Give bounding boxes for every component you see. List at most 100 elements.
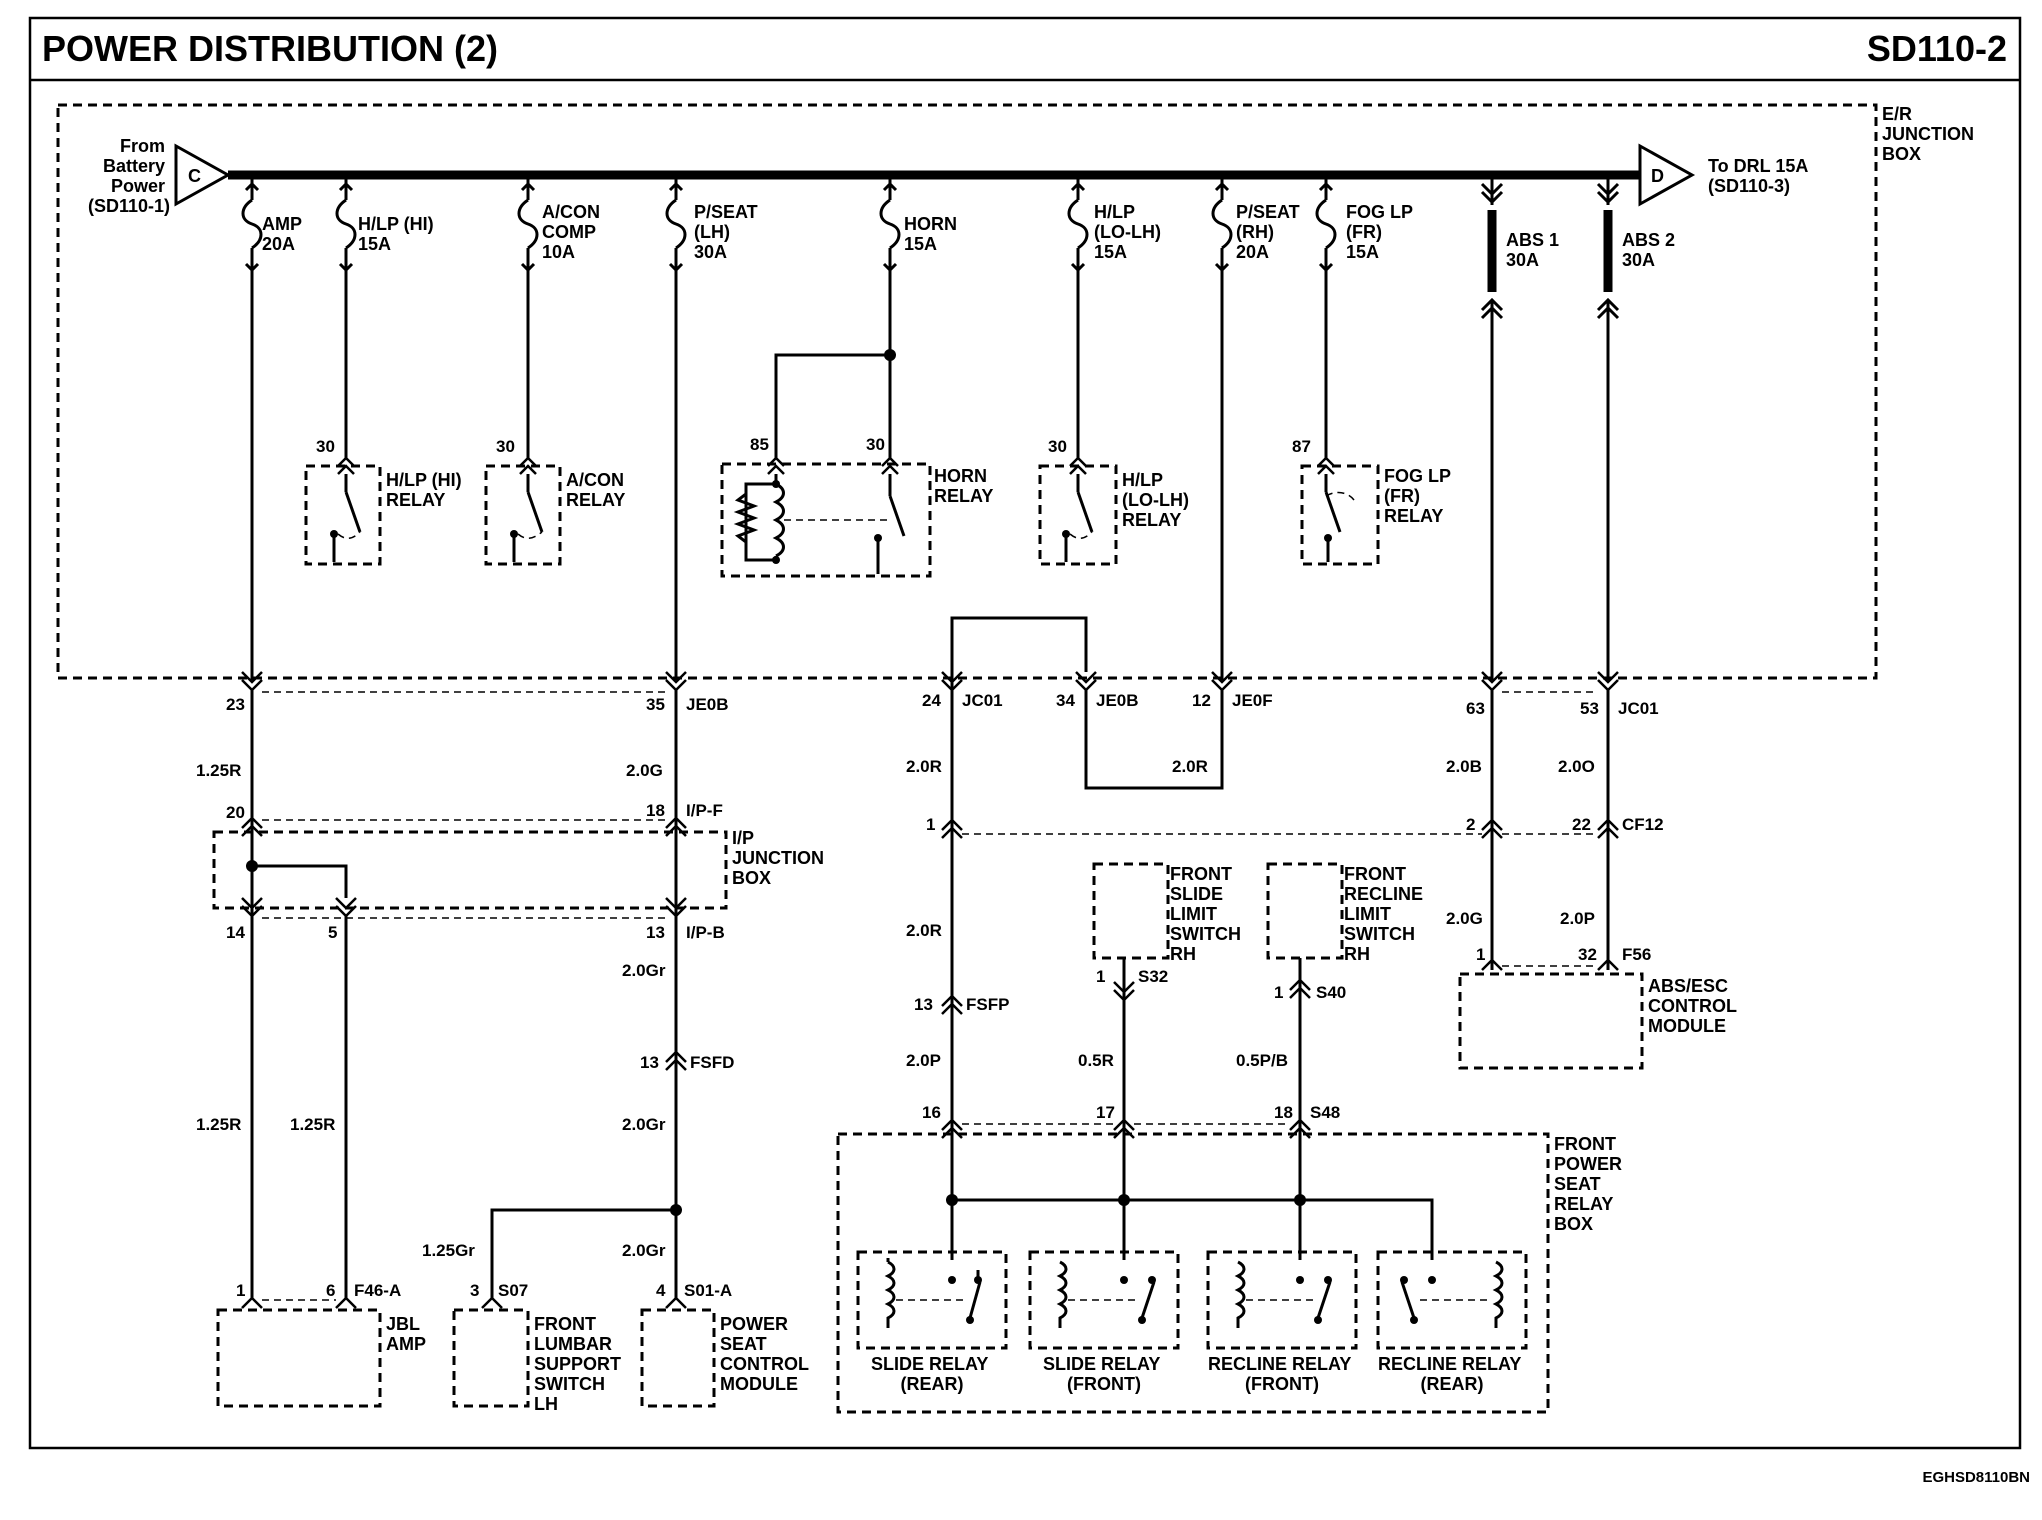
pin-3: 3 xyxy=(470,1281,479,1300)
er-bottom-connectors-icon xyxy=(241,671,1619,693)
seat-relay-bus xyxy=(946,1140,1434,1260)
connector-d-icon xyxy=(1638,143,1696,207)
pin-34: 34 xyxy=(1056,691,1075,710)
pin-1d: 1 xyxy=(1476,945,1485,964)
fog-relay-label: FOG LP (FR) RELAY xyxy=(1384,466,1456,526)
cf12-connectors-icon xyxy=(941,818,1619,839)
er-junction-box-label: E/R JUNCTION BOX xyxy=(1882,104,1979,164)
fuse-abs2-icon xyxy=(1596,175,1620,680)
fuse-abs1-icon xyxy=(1480,175,1504,680)
pin-1a: 1 xyxy=(926,815,935,834)
horn-relay-icon xyxy=(720,349,932,578)
recline-relay-rear-label: RECLINE RELAY (REAR) xyxy=(1378,1354,1526,1394)
fsfd-connector-icon xyxy=(665,1050,687,1071)
hlp-hi-relay-icon xyxy=(304,456,382,566)
connector-c-label: C xyxy=(188,166,201,186)
from-battery-label: From Battery Power (SD110-1) xyxy=(88,136,170,216)
hlp-lo-relay-label: H/LP (LO-LH) RELAY xyxy=(1122,470,1194,530)
wire-2.0gr-b: 2.0Gr xyxy=(622,1115,666,1134)
wire-2.0g: 2.0G xyxy=(626,761,663,780)
front-slide-switch-box xyxy=(1092,862,1170,960)
hlp-hi-relay-pin: 30 xyxy=(316,437,335,456)
power-seat-module-label: POWER SEAT CONTROL MODULE xyxy=(720,1314,814,1394)
connector-c-icon xyxy=(174,143,232,207)
front-recline-switch-label: FRONT RECLINE LIMIT SWITCH RH xyxy=(1344,864,1428,964)
fuse-pseat-rh-icon xyxy=(1211,175,1233,680)
pin-53: 53 xyxy=(1580,699,1599,718)
pin-1c: 1 xyxy=(1274,983,1283,1002)
ip-junction-box-label: I/P JUNCTION BOX xyxy=(732,828,829,888)
pin-32: 32 xyxy=(1578,945,1597,964)
hlp-lo-relay-icon xyxy=(1038,456,1118,566)
front-power-seat-relay-box xyxy=(836,1132,1550,1414)
abs-module-box xyxy=(1458,972,1644,1070)
pin-16: 16 xyxy=(922,1103,941,1122)
conn-fsfd: FSFD xyxy=(690,1053,734,1072)
conn-s07: S07 xyxy=(498,1281,528,1300)
page-title: POWER DISTRIBUTION (2) xyxy=(42,28,498,69)
conn-f56: F56 xyxy=(1622,945,1651,964)
pin-17: 17 xyxy=(1096,1103,1115,1122)
fuse-abs2-label: ABS 2 30A xyxy=(1622,230,1680,270)
wire-2.0o: 2.0O xyxy=(1558,757,1595,776)
wire-0.5pb: 0.5P/B xyxy=(1236,1051,1288,1070)
fuse-abs1-label: ABS 1 30A xyxy=(1506,230,1564,270)
power-seat-module-box xyxy=(640,1308,716,1408)
wire-1.25r-c: 1.25R xyxy=(290,1115,335,1134)
fuse-pseat-lh-icon xyxy=(665,175,687,680)
conn-ipf: I/P-F xyxy=(686,801,723,820)
conn-s01a: S01-A xyxy=(684,1281,732,1300)
fuse-fog-icon xyxy=(1315,175,1337,458)
conn-je0b-1: JE0B xyxy=(686,695,729,714)
abs-connectors-icon xyxy=(1481,958,1619,971)
jumper-loop xyxy=(950,616,1224,790)
slide-relay-front-icon xyxy=(1028,1250,1180,1350)
to-drl-label: To DRL 15A (SD110-3) xyxy=(1708,156,1813,196)
conn-fsfp: FSFP xyxy=(966,995,1009,1014)
conn-f46a: F46-A xyxy=(354,1281,401,1300)
pin-6: 6 xyxy=(326,1281,335,1300)
fuse-hlp-lo-label: H/LP (LO-LH) 15A xyxy=(1094,202,1166,262)
wire-1.25r-b: 1.25R xyxy=(196,1115,241,1134)
footer-code: EGHSD8110BN xyxy=(1922,1469,2030,1486)
bottom-left-connectors-icon xyxy=(241,1296,687,1309)
pin-18b: 18 xyxy=(1274,1103,1293,1122)
horn-relay-pin85: 85 xyxy=(750,435,769,454)
front-lumbar-box xyxy=(452,1308,530,1408)
pin-22: 22 xyxy=(1572,815,1591,834)
wire-2.0p-b: 2.0P xyxy=(906,1051,941,1070)
pin-1e: 1 xyxy=(236,1281,245,1300)
front-power-seat-relay-box-label: FRONT POWER SEAT RELAY BOX xyxy=(1554,1134,1627,1234)
fuse-horn-label: HORN 15A xyxy=(904,214,962,254)
conn-cf12: CF12 xyxy=(1622,815,1664,834)
fuse-pseat-rh-label: P/SEAT (RH) 20A xyxy=(1236,202,1305,262)
pin-24: 24 xyxy=(922,691,941,710)
pin-1b: 1 xyxy=(1096,967,1105,986)
wire-2.0r-c: 2.0R xyxy=(906,921,942,940)
fuse-hlp-hi-label: H/LP (HI) 15A xyxy=(358,214,439,254)
horn-relay-label: HORN RELAY xyxy=(934,466,993,506)
pin-5: 5 xyxy=(328,923,337,942)
front-lumbar-label: FRONT LUMBAR SUPPORT SWITCH LH xyxy=(534,1314,626,1414)
wire-2.0r-a: 2.0R xyxy=(906,757,942,776)
connector-d-label: D xyxy=(1651,166,1664,186)
conn-je0b-2: JE0B xyxy=(1096,691,1139,710)
switch-connectors-icon xyxy=(1113,978,1311,1002)
hlp-hi-relay-label: H/LP (HI) RELAY xyxy=(386,470,467,510)
slide-relay-front-label: SLIDE RELAY (FRONT) xyxy=(1043,1354,1165,1394)
conn-jc01-2: JC01 xyxy=(1618,699,1659,718)
recline-relay-front-icon xyxy=(1206,1250,1358,1350)
recline-relay-front-label: RECLINE RELAY (FRONT) xyxy=(1208,1354,1356,1394)
horn-relay-pin30: 30 xyxy=(866,435,885,454)
wire-1.25r-a: 1.25R xyxy=(196,761,241,780)
wire-2.0b: 2.0B xyxy=(1446,757,1482,776)
conn-jc01-1: JC01 xyxy=(962,691,1003,710)
pin-63: 63 xyxy=(1466,699,1485,718)
slide-relay-rear-icon xyxy=(856,1250,1008,1350)
fuse-acon-icon xyxy=(517,175,539,458)
hlp-lo-relay-pin: 30 xyxy=(1048,437,1067,456)
pin-18: 18 xyxy=(646,801,665,820)
conn-ipb: I/P-B xyxy=(686,923,725,942)
front-slide-switch-label: FRONT SLIDE LIMIT SWITCH RH xyxy=(1170,864,1246,964)
pin-14: 14 xyxy=(226,923,245,942)
